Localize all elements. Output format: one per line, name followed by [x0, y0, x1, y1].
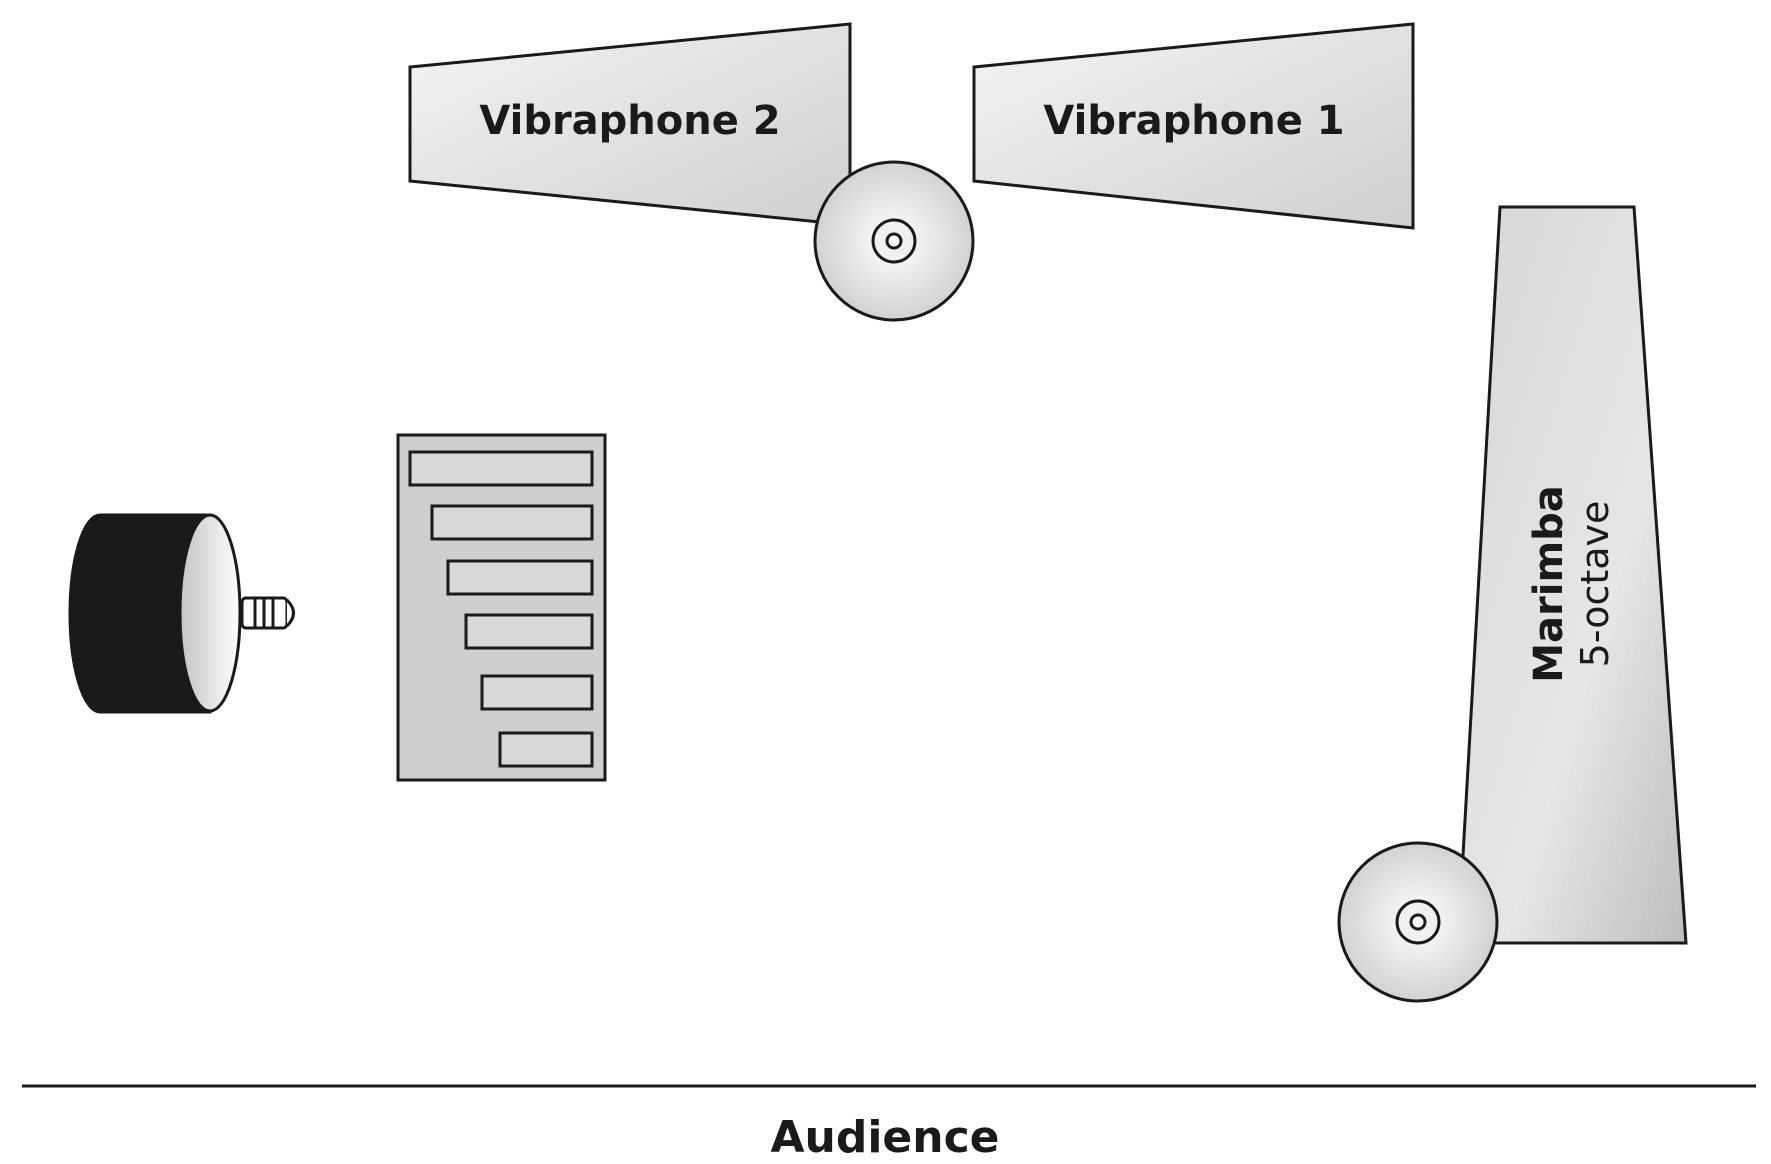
marimba-sublabel: 5-octave	[1573, 501, 1617, 668]
bass-drum-head	[178, 513, 242, 713]
marimba-label: Marimba	[1526, 485, 1572, 683]
vibraphone-2-label: Vibraphone 2	[479, 98, 780, 144]
stool-top	[813, 160, 975, 322]
tubular-bells-tube-6	[498, 731, 594, 768]
tubular-bells-tube-4	[464, 613, 594, 650]
audience-label: Audience	[770, 1112, 999, 1159]
tubular-bells-tube-1	[408, 450, 594, 487]
vibraphone-1-label: Vibraphone 1	[1043, 98, 1344, 144]
stool-bottom-inner-ring	[1409, 913, 1427, 931]
tubular-bells-icon	[396, 433, 607, 782]
bass-drum-shell	[68, 513, 212, 714]
stool-bottom	[1337, 841, 1499, 1003]
marimba-labels: Marimba 5-octave	[1526, 485, 1617, 683]
tubular-bells-tube-5	[480, 674, 594, 711]
bass-drum-mount-tip	[285, 598, 295, 628]
vibraphone-1: Vibraphone 1	[972, 22, 1415, 230]
marimba-shape	[1456, 205, 1688, 945]
vibraphone-2: Vibraphone 2	[408, 22, 852, 227]
tubular-bells-frame	[396, 433, 607, 782]
marimba: Marimba 5-octave	[1456, 205, 1688, 945]
stool-top-inner-ring	[885, 232, 903, 250]
bass-drum-icon	[68, 513, 295, 714]
bass-drum-mount	[240, 596, 295, 630]
tubular-bells-tube-3	[446, 559, 594, 596]
tubular-bells-tube-2	[430, 504, 594, 541]
vibraphone-1-shape	[972, 22, 1415, 230]
